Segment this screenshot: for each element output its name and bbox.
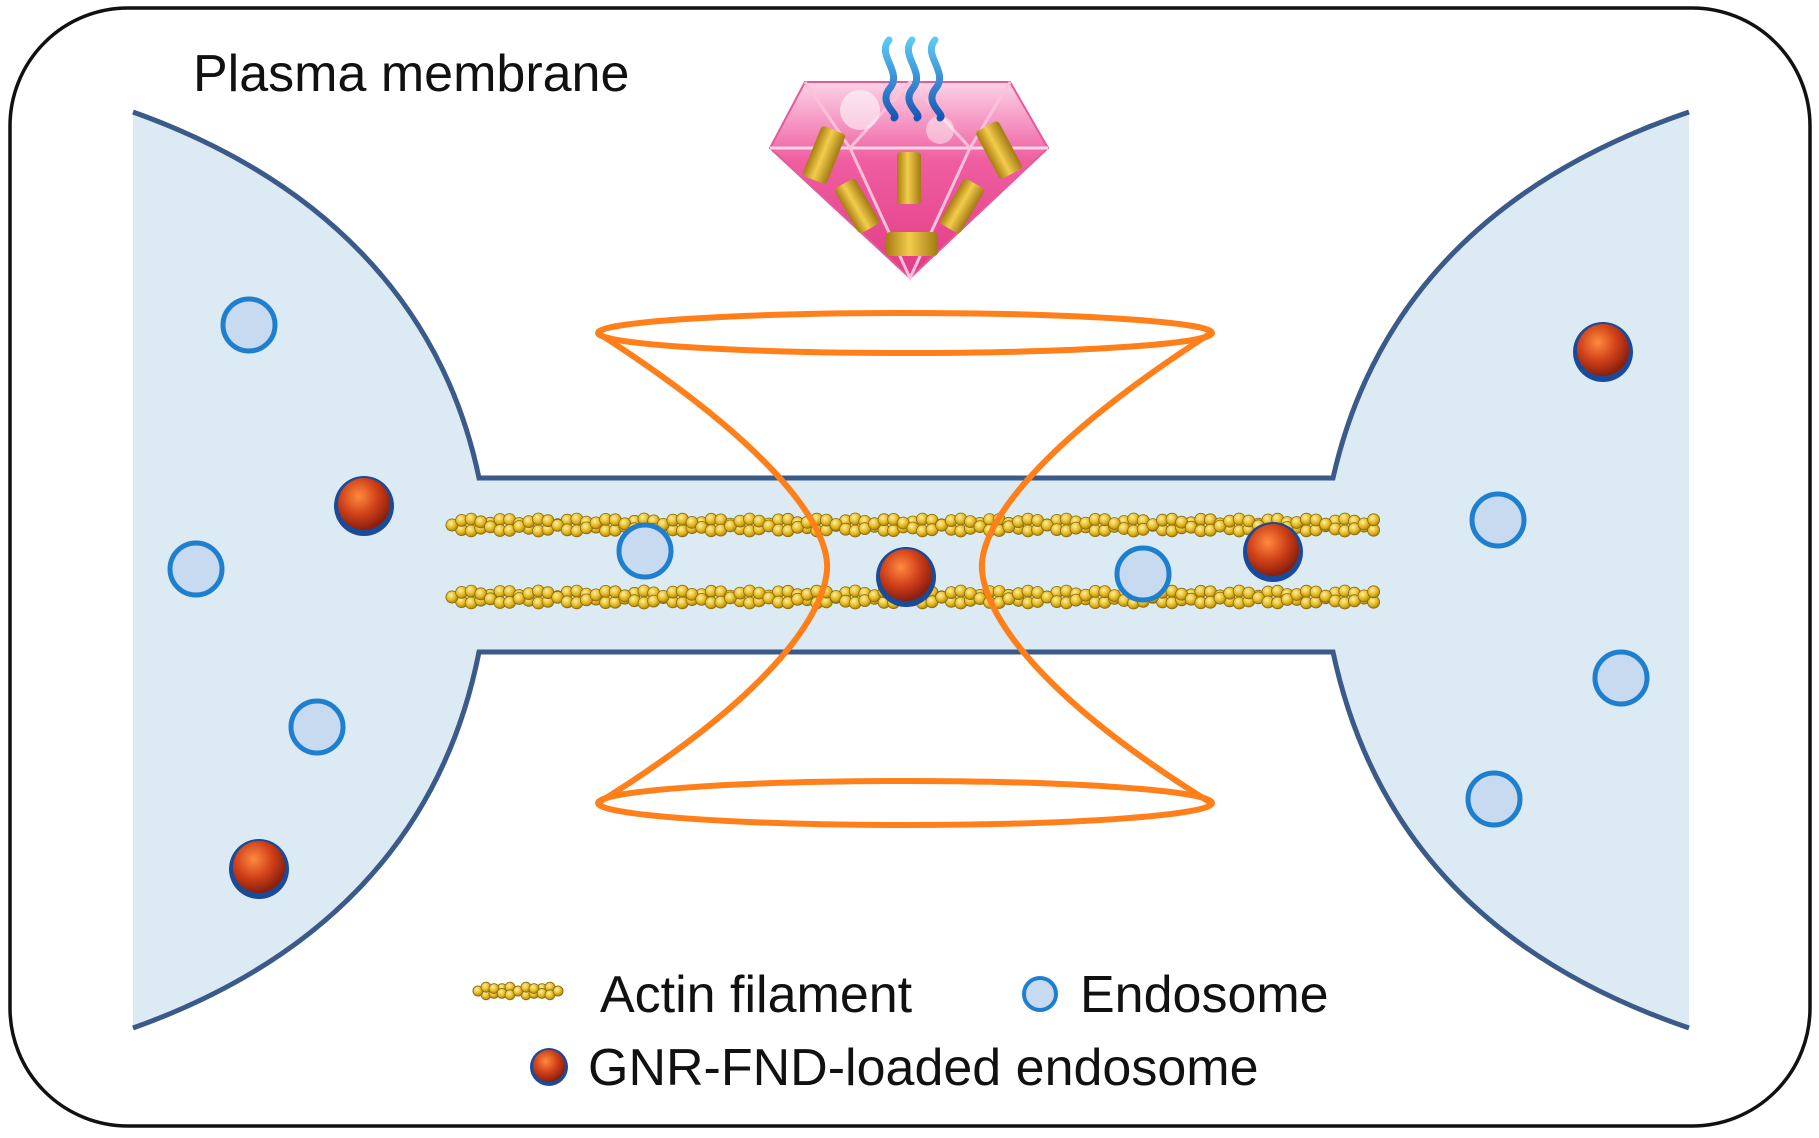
membrane-bottom <box>132 649 1690 1031</box>
gnr-fnd-loaded-endosome <box>229 839 289 899</box>
laser-top-aperture <box>595 310 1215 356</box>
legend-loaded-swatch <box>530 1048 568 1086</box>
membrane-left <box>132 109 1690 481</box>
gold-nanorod <box>897 152 921 204</box>
endosome <box>288 698 346 756</box>
actin-bead <box>528 983 540 994</box>
actin-bead <box>552 985 564 997</box>
gold-nanorod <box>803 126 845 184</box>
gnr-fnd-loaded-endosome <box>876 547 936 607</box>
endosome <box>616 522 674 580</box>
laser-beam-profile <box>596 330 1213 806</box>
legend-loaded-label: GNR-FND-loaded endosome <box>588 1039 1259 1097</box>
loaded-endosome-group <box>229 322 1633 899</box>
endosome <box>1592 649 1650 707</box>
endosome <box>1114 545 1172 603</box>
gold-nanorod <box>940 178 984 234</box>
endosome <box>1469 491 1527 549</box>
actin-bead <box>1367 513 1380 527</box>
legend-endosome-swatch <box>1022 976 1058 1012</box>
gold-nanorod <box>835 178 879 234</box>
page-title: Plasma membrane <box>193 45 629 103</box>
legend-actin-label: Actin filament <box>600 966 913 1024</box>
actin-filament-bottom <box>445 584 1380 610</box>
endosome-group <box>167 296 1650 828</box>
actin-bead <box>488 983 500 994</box>
endosome <box>167 540 225 598</box>
gold-nanorod <box>886 232 938 256</box>
actin-bead <box>1367 585 1380 599</box>
diamond-gnr-fnd-icon <box>768 79 1050 282</box>
gnr-fnd-loaded-endosome <box>1573 322 1633 382</box>
endosome <box>220 296 278 354</box>
gnr-fnd-loaded-endosome <box>334 476 394 536</box>
legend-endosome-label: Endosome <box>1080 966 1329 1024</box>
gold-nanorod <box>976 121 1022 179</box>
heat-waves-icon <box>881 36 945 122</box>
endosome <box>1465 770 1523 828</box>
actin-filament-top <box>445 512 1380 538</box>
gnr-fnd-loaded-endosome <box>1243 522 1303 582</box>
laser-bottom-aperture <box>595 778 1215 828</box>
legend-actin-swatch <box>472 981 564 1001</box>
